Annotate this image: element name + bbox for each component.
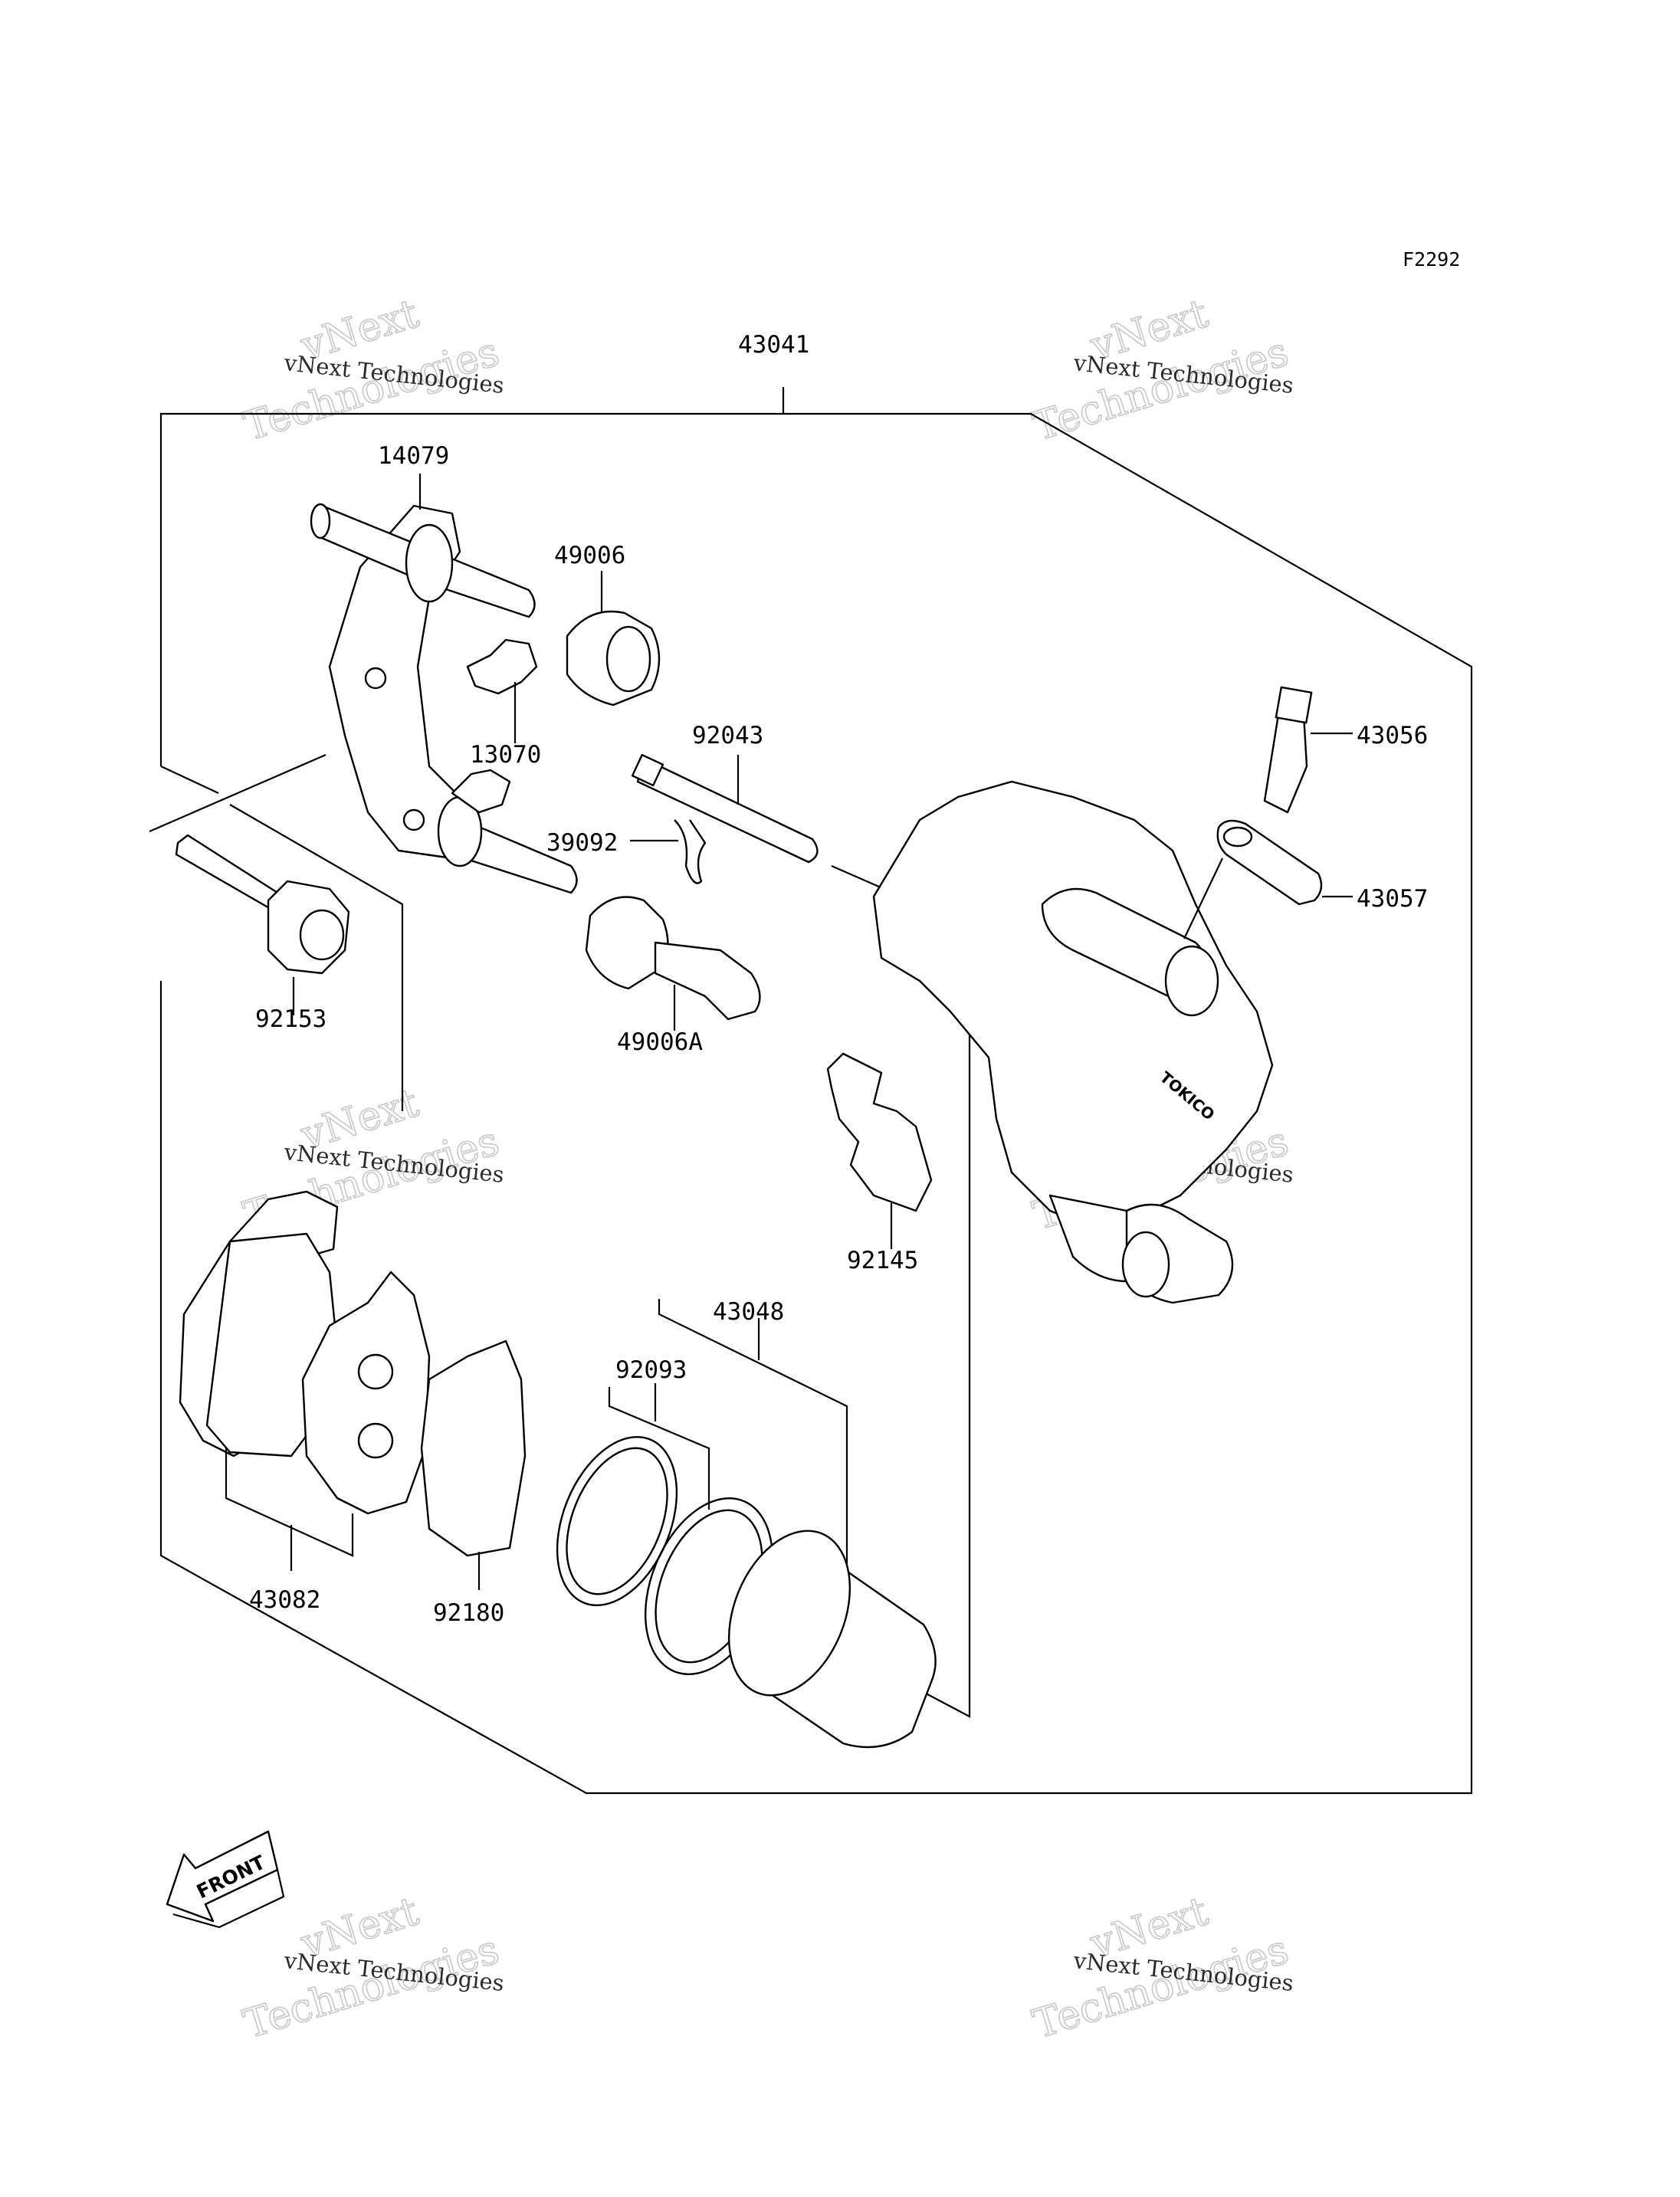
label-39092: 39092 [546,829,618,857]
front-direction-arrow: FRONT [166,1830,285,1929]
label-92093: 92093 [615,1356,687,1384]
boot-49006 [566,610,661,707]
cap-43057 [1216,819,1323,906]
label-92043: 92043 [692,722,763,749]
label-43041: 43041 [738,331,809,359]
caliper-body: TOKICO [872,780,1274,1304]
figure-code: F2292 [1403,248,1460,271]
pad-92180 [301,1271,527,1557]
piston [727,1530,937,1749]
assembly-frame [159,412,1473,1795]
bracket-group-lines [149,753,404,1111]
watermark-bottom-right: vNext Technologies vNext Technologies [1027,1888,1294,2049]
label-49006: 49006 [554,542,625,569]
bracket-43048 [658,1299,848,1571]
label-92180: 92180 [433,1599,504,1627]
label-14079: 14079 [378,442,449,470]
label-13070: 13070 [470,741,541,769]
label-43057: 43057 [1357,885,1428,913]
caliper-bracket [310,503,578,894]
leader-cap-axis [1183,857,1223,939]
caliper-group-line [904,996,971,1718]
pin-92043 [631,753,819,864]
watermark-top-right: vNext Technologies vNext Technologies [1027,290,1294,451]
watermark-bottom-left: vNext Technologies vNext Technologies [238,1888,505,2049]
clip-13070 [451,638,538,814]
watermark-top-left: vNext Technologies vNext Technologies [238,290,505,451]
spring-92145 [826,1052,933,1212]
clip-39092 [674,819,707,884]
bracket-43082 [225,1448,354,1557]
label-43082: 43082 [249,1586,320,1614]
label-43056: 43056 [1357,722,1428,749]
label-92153: 92153 [255,1005,326,1033]
bolt-92153 [175,834,350,975]
label-92145: 92145 [847,1247,918,1274]
seal-92093 [556,1435,678,1607]
pin-49006A [585,896,761,1021]
bleeder-43056 [1263,686,1313,814]
label-49006A: 49006A [617,1028,703,1056]
label-43048: 43048 [713,1298,784,1326]
bracket-92093 [608,1387,710,1510]
